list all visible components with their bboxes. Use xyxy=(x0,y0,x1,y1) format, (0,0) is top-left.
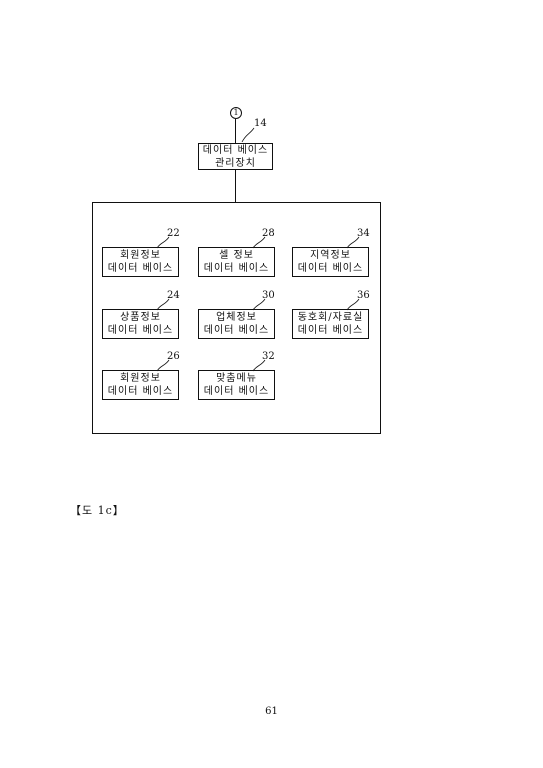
db-line1: 동호회/자료실 xyxy=(297,312,364,323)
db-line1: 업체정보 xyxy=(216,312,257,323)
db-box-24: 상품정보 데이터 베이스 xyxy=(102,309,179,339)
db-line1: 맞춤메뉴 xyxy=(216,373,257,384)
db-ref-number-28: 28 xyxy=(262,228,275,239)
connector-circle-1: 1 xyxy=(230,107,242,119)
connector-line-top xyxy=(235,119,236,143)
db-box-36: 동호회/자료실 데이터 베이스 xyxy=(292,309,369,339)
db-leader-32 xyxy=(252,359,266,372)
db-ref-number-34: 34 xyxy=(357,228,370,239)
db-line2: 데이터 베이스 xyxy=(203,263,270,274)
db-box-34: 지역정보 데이터 베이스 xyxy=(292,247,369,277)
db-leader-24 xyxy=(156,298,170,311)
db-line2: 데이터 베이스 xyxy=(297,263,364,274)
dbms-box: 데이터 베이스 관리장치 xyxy=(198,143,273,170)
db-line1: 회원정보 xyxy=(120,250,161,261)
db-ref-number-30: 30 xyxy=(262,290,275,301)
db-leader-30 xyxy=(252,298,266,311)
db-ref-number-22: 22 xyxy=(167,228,180,239)
connector-label: 1 xyxy=(233,108,239,117)
db-box-30: 업체정보 데이터 베이스 xyxy=(198,309,275,339)
db-line2: 데이터 베이스 xyxy=(107,263,174,274)
db-line2: 데이터 베이스 xyxy=(107,325,174,336)
db-box-32: 맞춤메뉴 데이터 베이스 xyxy=(198,370,275,400)
db-line2: 데이터 베이스 xyxy=(297,325,364,336)
page-number: 61 xyxy=(265,706,278,717)
db-ref-number-36: 36 xyxy=(357,290,370,301)
db-line2: 데이터 베이스 xyxy=(203,325,270,336)
db-leader-22 xyxy=(156,236,170,249)
db-line1: 셀 정보 xyxy=(219,250,254,261)
db-box-28: 셀 정보 데이터 베이스 xyxy=(198,247,275,277)
db-leader-26 xyxy=(156,359,170,372)
connector-line-mid xyxy=(235,170,236,202)
dbms-line2: 관리장치 xyxy=(215,157,256,169)
dbms-leader-line xyxy=(241,127,255,143)
db-line2: 데이터 베이스 xyxy=(203,386,270,397)
db-ref-number-32: 32 xyxy=(262,351,275,362)
figure-caption: 【도 1c】 xyxy=(70,504,125,517)
db-leader-34 xyxy=(346,236,360,249)
db-line1: 상품정보 xyxy=(120,312,161,323)
db-line1: 지역정보 xyxy=(310,250,351,261)
dbms-ref-number: 14 xyxy=(254,118,267,129)
dbms-line1: 데이터 베이스 xyxy=(202,144,269,156)
db-line1: 회원정보 xyxy=(120,373,161,384)
db-line2: 데이터 베이스 xyxy=(107,386,174,397)
db-ref-number-26: 26 xyxy=(167,351,180,362)
db-leader-28 xyxy=(252,236,266,249)
db-leader-36 xyxy=(346,298,360,311)
database-group-container xyxy=(92,202,381,434)
db-box-22: 회원정보 데이터 베이스 xyxy=(102,247,179,277)
db-box-26: 회원정보 데이터 베이스 xyxy=(102,370,179,400)
db-ref-number-24: 24 xyxy=(167,290,180,301)
